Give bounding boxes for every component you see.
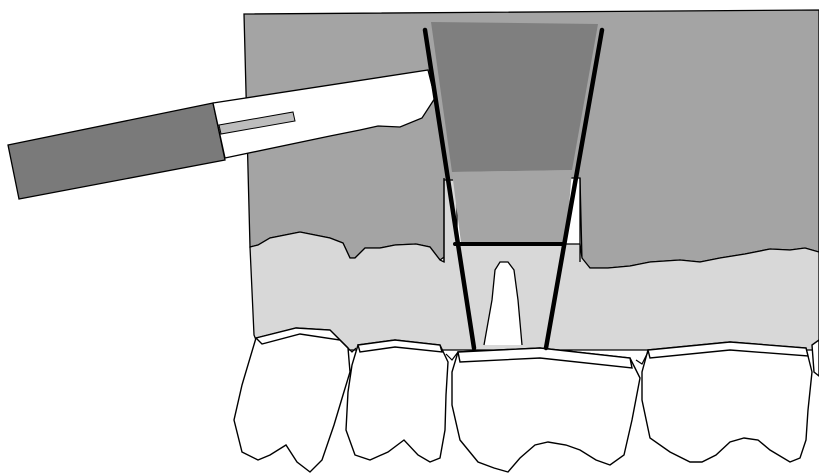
tooth-4: [642, 342, 812, 462]
tooth-1: [234, 328, 350, 472]
tooth-3: [452, 348, 640, 472]
tooth-2: [346, 340, 448, 462]
socket-wedge-light: [452, 170, 572, 243]
socket-wedge-dark: [431, 22, 598, 172]
osteotome-handle: [8, 103, 225, 199]
teeth-row: [234, 328, 819, 472]
tooth-5-partial: [812, 340, 819, 376]
